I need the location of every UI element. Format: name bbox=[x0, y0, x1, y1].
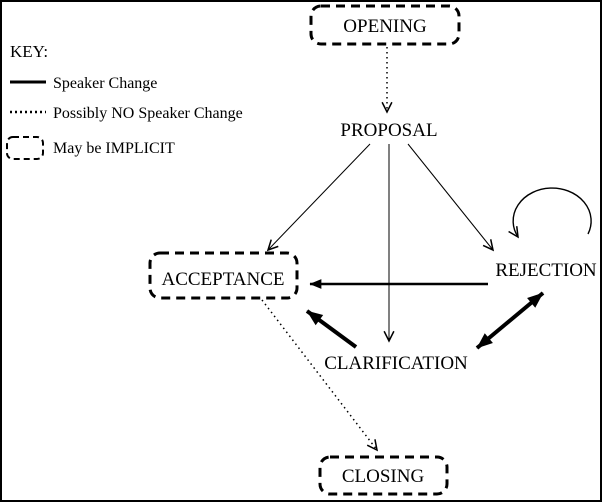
node-acceptance-label: ACCEPTANCE bbox=[161, 269, 284, 290]
edge-clarification-rejection bbox=[475, 291, 545, 350]
edge-rejection-self-loop bbox=[513, 187, 592, 237]
legend-dashed-box-sample bbox=[6, 136, 44, 160]
node-closing-label: CLOSING bbox=[342, 466, 425, 487]
edges bbox=[261, 47, 592, 450]
node-opening-label: OPENING bbox=[343, 16, 427, 37]
edge-proposal-rejection bbox=[407, 143, 493, 250]
edge-proposal-acceptance bbox=[268, 143, 371, 250]
node-closing-box bbox=[318, 455, 449, 496]
edge-clarification-acceptance bbox=[305, 309, 358, 349]
legend-item-speaker-change: Speaker Change bbox=[53, 75, 157, 92]
node-opening: OPENING bbox=[309, 4, 461, 46]
node-opening-box bbox=[309, 4, 461, 46]
node-acceptance-box bbox=[148, 251, 299, 300]
node-proposal-label: PROPOSAL bbox=[340, 120, 437, 141]
legend-title: KEY: bbox=[10, 42, 48, 61]
nodes: OPENING PROPOSAL ACCEPTANCE REJECTION CL… bbox=[148, 4, 597, 496]
legend: KEY: Speaker Change Possibly NO Speaker … bbox=[6, 42, 243, 160]
legend-item-no-speaker-change: Possibly NO Speaker Change bbox=[53, 105, 243, 122]
node-clarification-label: CLARIFICATION bbox=[324, 353, 468, 374]
node-closing: CLOSING bbox=[318, 455, 449, 496]
legend-item-may-be-implicit: May be IMPLICIT bbox=[53, 140, 175, 157]
node-rejection-label: REJECTION bbox=[495, 260, 597, 281]
node-acceptance: ACCEPTANCE bbox=[148, 251, 299, 300]
